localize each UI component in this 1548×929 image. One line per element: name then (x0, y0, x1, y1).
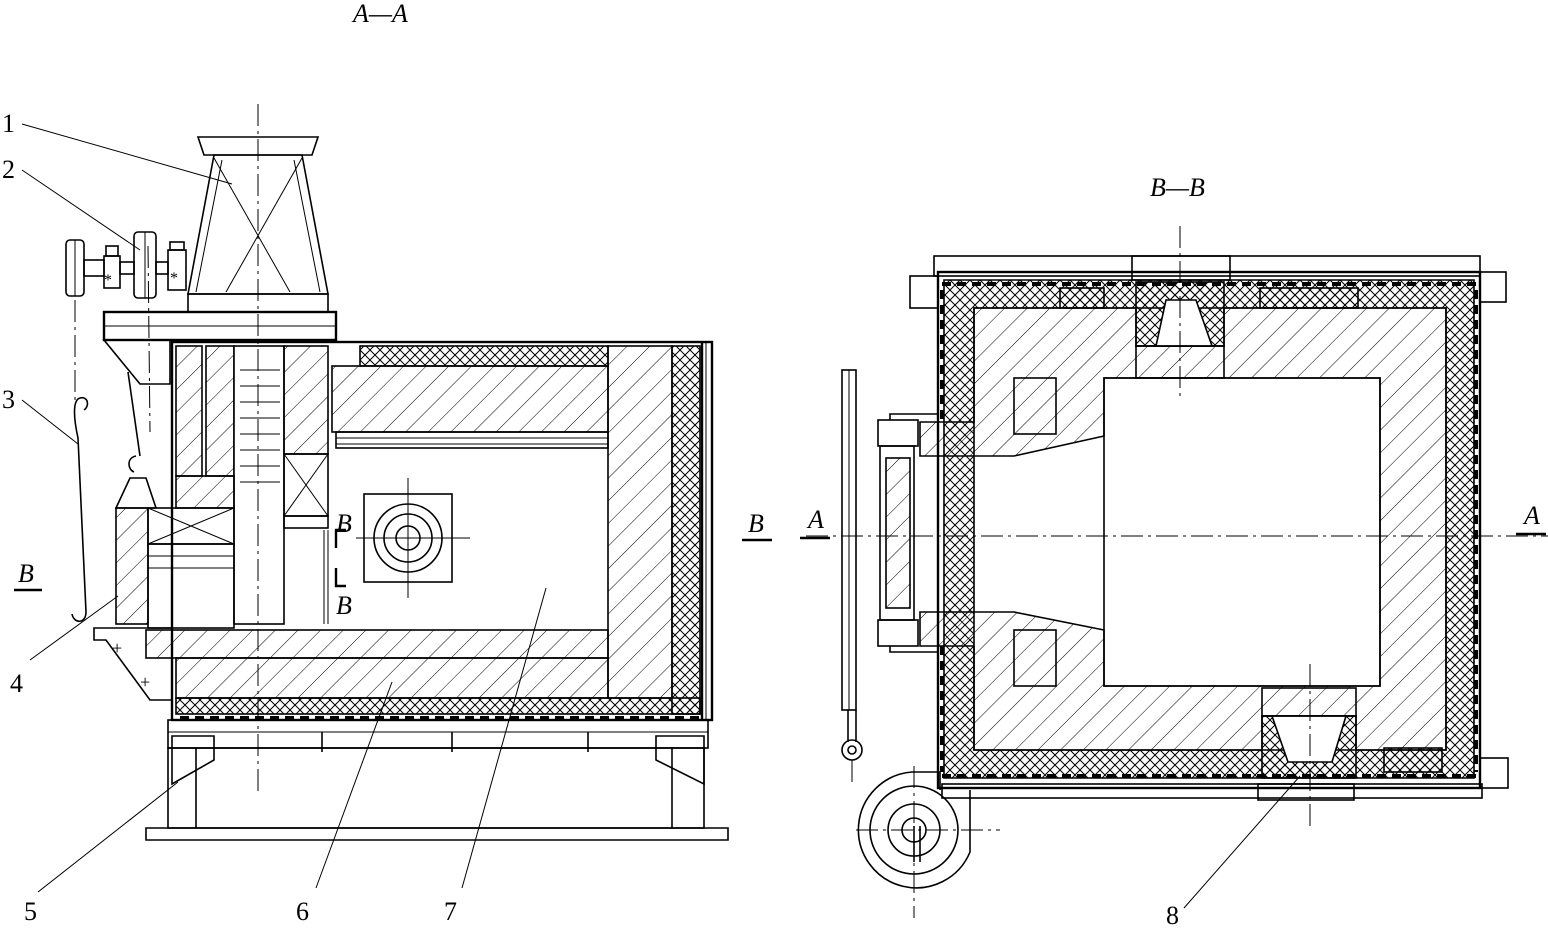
callout-8: 8 (1166, 901, 1179, 929)
callout-4: 4 (10, 669, 23, 698)
section-b-b-view (806, 226, 1548, 918)
callout-5: 5 (24, 897, 37, 926)
furnace-body: + + (93, 104, 729, 841)
mark-b-right: B (748, 509, 764, 538)
callout-6: 6 (296, 897, 309, 926)
mark-b-left: B (18, 559, 34, 588)
chute-steps (240, 369, 280, 483)
mark-a-left: A (806, 505, 824, 534)
svg-text:*: * (104, 272, 112, 289)
callout-numbers: 1 2 3 4 5 6 7 8 (2, 109, 1179, 929)
section-title-b-b: B—B (1150, 173, 1205, 202)
door-lever (841, 369, 863, 784)
blower-fan (856, 766, 1000, 918)
pulley-assembly: * * (65, 231, 187, 400)
section-marks: B B B B A A (14, 501, 1546, 620)
mark-b-cut-top: B (336, 509, 352, 538)
callout-7: 7 (444, 897, 457, 926)
callout-3: 3 (2, 385, 15, 414)
burner-port (356, 478, 470, 598)
section-title-a-a: A—A (351, 0, 408, 28)
callout-2: 2 (2, 155, 15, 184)
mark-b-cut-bottom: B (336, 591, 352, 620)
feed-hopper (102, 136, 338, 385)
svg-text:*: * (170, 270, 178, 287)
section-a-a-view: * * (21, 104, 729, 893)
mark-a-right: A (1522, 501, 1540, 530)
section-title-labels: A—A B—B (351, 0, 1205, 202)
svg-text:+: + (112, 638, 122, 658)
callout-1: 1 (2, 109, 15, 138)
callout-leaders-left (21, 123, 547, 893)
svg-text:+: + (140, 672, 150, 692)
